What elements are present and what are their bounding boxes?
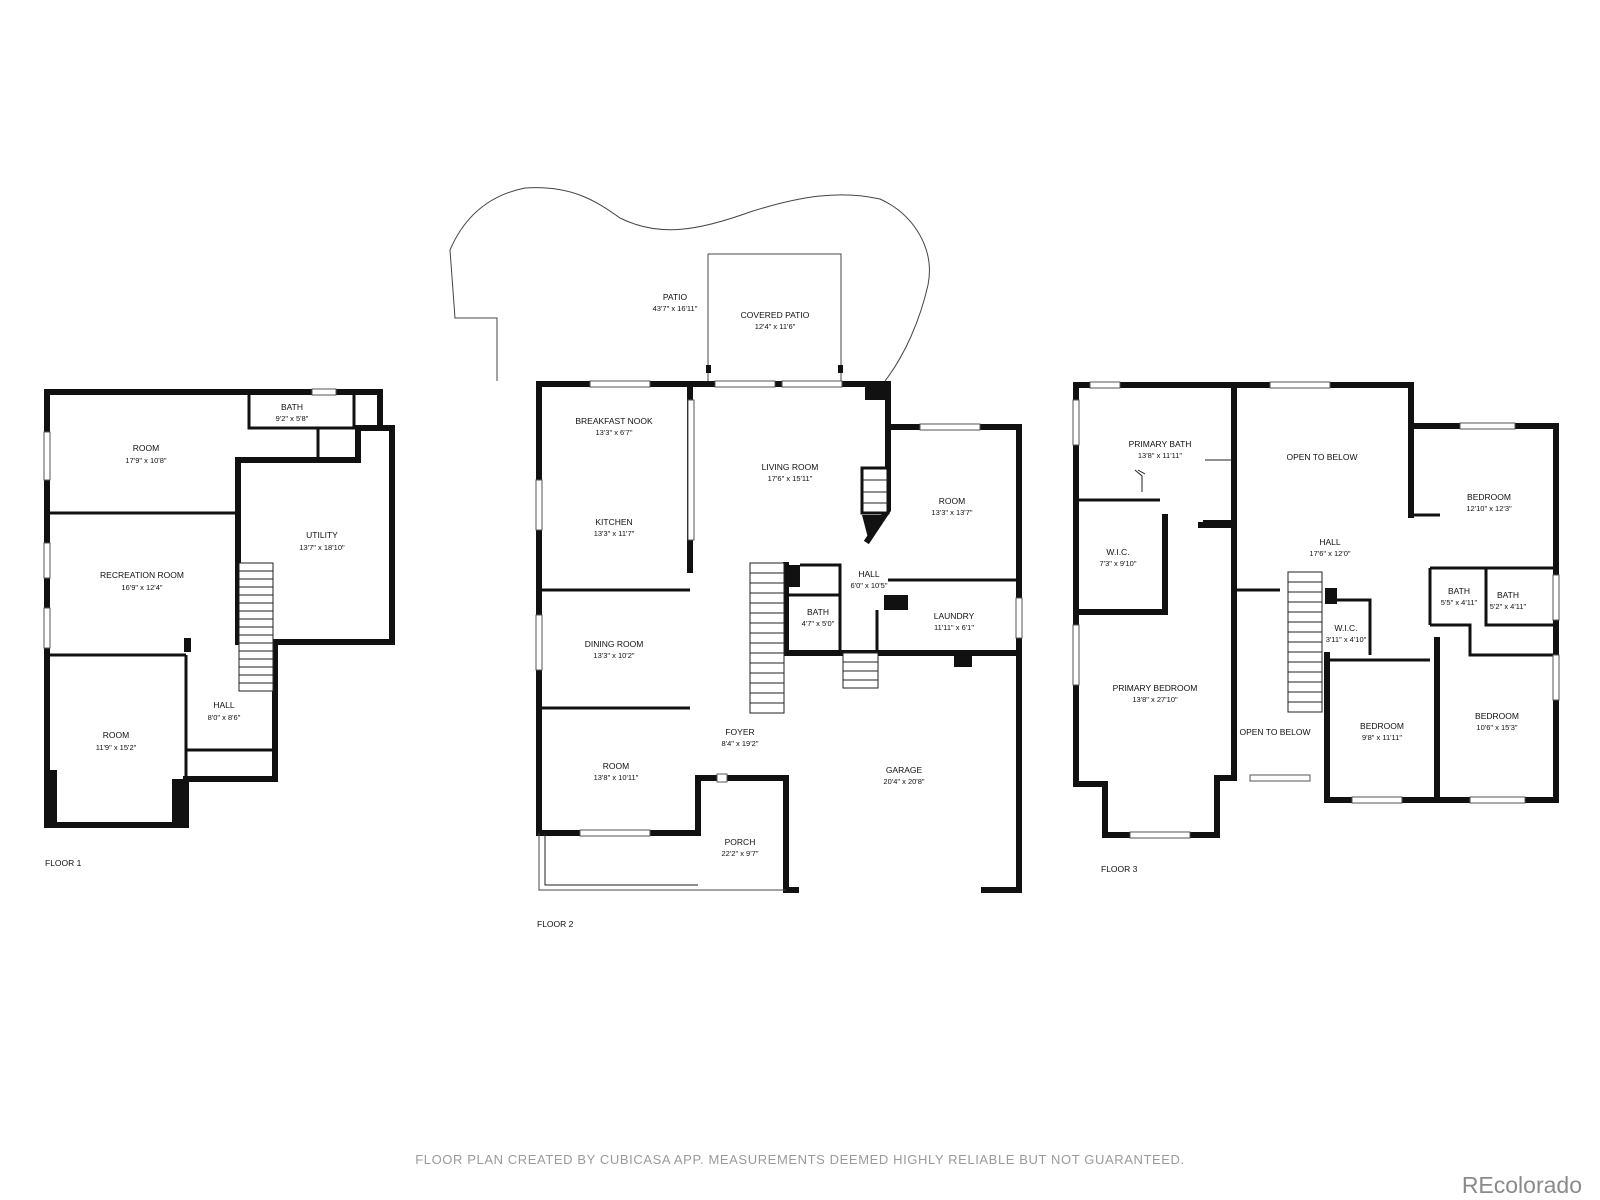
f2-patio-name: PATIO bbox=[663, 292, 688, 302]
f3-bath-a-name: BATH bbox=[1448, 586, 1470, 596]
f2-hall-name: HALL bbox=[858, 569, 880, 579]
f2-breakfast-nook-dims: 13'3" x 6'7" bbox=[596, 428, 633, 437]
f2-breakfast-nook-name: BREAKFAST NOOK bbox=[575, 416, 653, 426]
f2-kitchen-dims: 13'3" x 11'7" bbox=[594, 529, 635, 538]
f3-bedroom-a-name: BEDROOM bbox=[1467, 492, 1511, 502]
f2-bath-name: BATH bbox=[807, 607, 829, 617]
f2-covered-patio-dims: 12'4" x 11'6" bbox=[755, 322, 796, 331]
floor-3-label: FLOOR 3 bbox=[1101, 864, 1138, 874]
f3-bedroom-b-name: BEDROOM bbox=[1360, 721, 1404, 731]
patio-outline bbox=[449, 187, 930, 382]
f1-hall-dims: 8'0" x 8'6" bbox=[208, 713, 241, 722]
floor-3-plan: PRIMARY BATH 13'8" x 11'11" OPEN TO BELO… bbox=[1072, 381, 1560, 874]
f3-primary-bedroom-name: PRIMARY BEDROOM bbox=[1113, 683, 1198, 693]
f1-recreation-room-dims: 16'9" x 12'4" bbox=[121, 583, 162, 592]
f2-patio-dims: 43'7" x 16'11" bbox=[653, 304, 698, 313]
f2-bath-dims: 4'7" x 5'0" bbox=[802, 619, 835, 628]
f1-hall-name: HALL bbox=[213, 700, 235, 710]
floor-2-plan: PATIO 43'7" x 16'11" COVERED PATIO 12'4"… bbox=[449, 187, 1023, 929]
f3-hall-dims: 17'6" x 12'0" bbox=[1309, 549, 1350, 558]
f2-living-room-dims: 17'6" x 15'11" bbox=[768, 474, 813, 483]
floor-3-stairs bbox=[1287, 571, 1323, 713]
f2-dining-room-name: DINING ROOM bbox=[585, 639, 644, 649]
f2-laundry-name: LAUNDRY bbox=[934, 611, 975, 621]
f3-primary-bath-dims: 13'8" x 11'11" bbox=[1138, 451, 1183, 460]
f3-bedroom-c-dims: 10'6" x 15'3" bbox=[1476, 723, 1517, 732]
f3-wic-b-name: W.I.C. bbox=[1334, 623, 1357, 633]
f1-bath-dims: 9'2" x 5'8" bbox=[276, 414, 309, 423]
f1-utility-name: UTILITY bbox=[306, 530, 338, 540]
f3-primary-bath-name: PRIMARY BATH bbox=[1129, 439, 1192, 449]
f1-utility-dims: 13'7" x 18'10" bbox=[299, 543, 345, 552]
f2-room-a-dims: 13'3" x 13'7" bbox=[931, 508, 972, 517]
f3-bath-b-name: BATH bbox=[1497, 590, 1519, 600]
f2-room-b-name: ROOM bbox=[603, 761, 629, 771]
f1-bath-name: BATH bbox=[281, 402, 303, 412]
f3-wic-a-dims: 7'3" x 9'10" bbox=[1100, 559, 1137, 568]
floor-2-stairs bbox=[749, 562, 879, 714]
floor-1-plan: ROOM 17'9" x 10'8" BATH 9'2" x 5'8" UTIL… bbox=[43, 388, 395, 868]
f2-porch-dims: 22'2" x 9'7" bbox=[722, 849, 759, 858]
f1-room-a-name: ROOM bbox=[133, 443, 159, 453]
f3-bedroom-a-dims: 12'10" x 12'3" bbox=[1466, 504, 1512, 513]
f3-primary-bedroom-dims: 13'8" x 27'10" bbox=[1132, 695, 1178, 704]
f2-covered-patio-name: COVERED PATIO bbox=[741, 310, 810, 320]
f3-bedroom-c-name: BEDROOM bbox=[1475, 711, 1519, 721]
f3-bath-a-dims: 5'5" x 4'11" bbox=[1441, 598, 1478, 607]
floor-2-label: FLOOR 2 bbox=[537, 919, 574, 929]
f2-hall-dims: 6'0" x 10'5" bbox=[851, 581, 888, 590]
f1-room-b-name: ROOM bbox=[103, 730, 129, 740]
f3-hall-name: HALL bbox=[1319, 537, 1341, 547]
floor-1-stairs bbox=[238, 562, 274, 692]
footer-disclaimer: FLOOR PLAN CREATED BY CUBICASA APP. MEAS… bbox=[415, 1152, 1185, 1167]
f3-bedroom-b-dims: 9'8" x 11'11" bbox=[1362, 733, 1402, 742]
f2-kitchen-name: KITCHEN bbox=[595, 517, 632, 527]
f2-room-a-name: ROOM bbox=[939, 496, 965, 506]
f2-living-room-name: LIVING ROOM bbox=[762, 462, 819, 472]
f3-open-to-below-a: OPEN TO BELOW bbox=[1286, 452, 1357, 462]
f2-garage-name: GARAGE bbox=[886, 765, 923, 775]
f2-foyer-dims: 8'4" x 19'2" bbox=[722, 739, 759, 748]
f3-wic-a-name: W.I.C. bbox=[1106, 547, 1129, 557]
f2-room-b-dims: 13'8" x 10'11" bbox=[594, 773, 639, 782]
f3-bath-b-dims: 5'2" x 4'11" bbox=[1490, 602, 1527, 611]
brand-logo: REcolorado bbox=[1461, 1172, 1582, 1198]
f3-wic-b-dims: 3'11" x 4'10" bbox=[1326, 635, 1367, 644]
f2-laundry-dims: 11'11" x 6'1" bbox=[934, 623, 974, 632]
f2-dining-room-dims: 13'3" x 10'2" bbox=[593, 651, 634, 660]
f2-foyer-name: FOYER bbox=[725, 727, 754, 737]
f1-room-b-dims: 11'9" x 15'2" bbox=[96, 743, 137, 752]
f1-recreation-room-name: RECREATION ROOM bbox=[100, 570, 184, 580]
f1-room-a-dims: 17'9" x 10'8" bbox=[125, 456, 166, 465]
f2-porch-name: PORCH bbox=[725, 837, 756, 847]
f2-garage-dims: 20'4" x 20'8" bbox=[883, 777, 924, 786]
floor-1-label: FLOOR 1 bbox=[45, 858, 82, 868]
f3-open-to-below-b: OPEN TO BELOW bbox=[1239, 727, 1310, 737]
